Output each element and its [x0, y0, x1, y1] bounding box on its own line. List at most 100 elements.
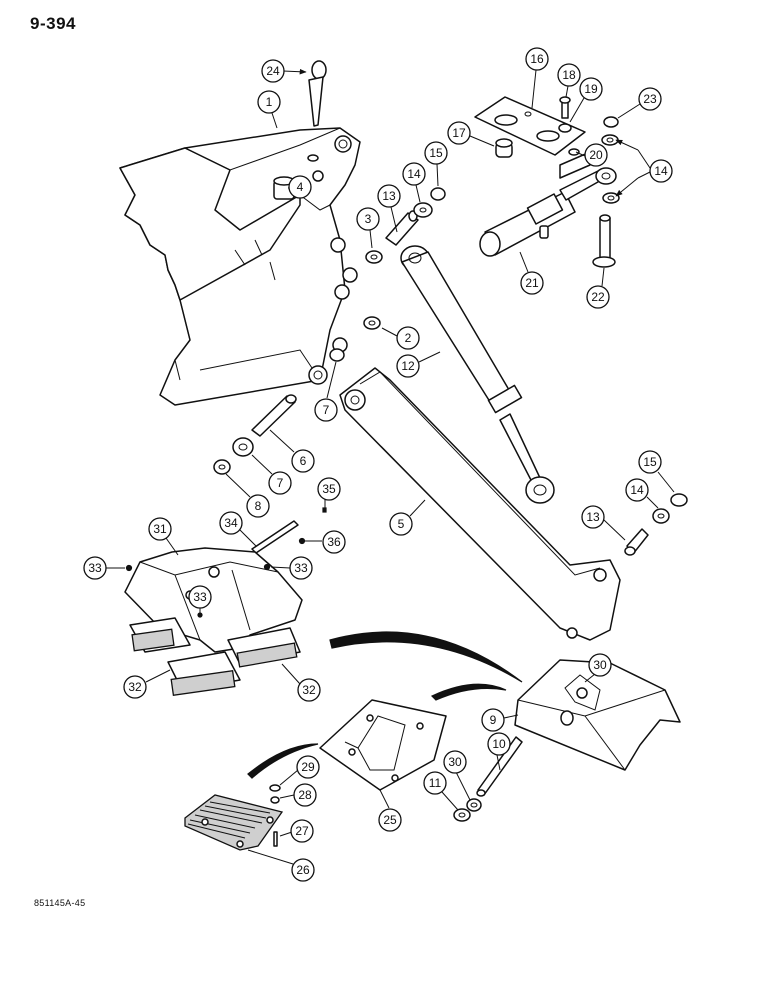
svg-text:32: 32 [128, 680, 142, 694]
svg-text:4: 4 [297, 180, 304, 194]
callout-6: 6 [269, 429, 315, 473]
svg-text:3: 3 [365, 212, 372, 226]
callout-30: 30 [584, 653, 612, 683]
callout-1: 1 [257, 90, 281, 129]
pivot-pin [213, 394, 297, 475]
pedal-pad [129, 617, 301, 696]
callout-33: 33 [83, 556, 125, 580]
svg-text:23: 23 [643, 92, 657, 106]
callout-36: 36 [322, 530, 346, 554]
callout-24: 24 [261, 59, 307, 83]
svg-text:30: 30 [593, 658, 607, 672]
callout-30: 30 [443, 750, 471, 801]
swing-cylinder-long [400, 245, 555, 504]
callout-20: 20 [575, 143, 608, 167]
rubber-pad [184, 784, 284, 851]
callout-35: 35 [317, 477, 341, 501]
svg-text:2: 2 [405, 331, 412, 345]
mounting-plate [474, 96, 591, 179]
callout-8: 8 [225, 473, 270, 518]
svg-text:10: 10 [492, 737, 506, 751]
svg-text:27: 27 [295, 824, 309, 838]
cylinder-pin-22 [592, 116, 620, 268]
callout-15: 15 [424, 141, 448, 187]
callout-23: 23 [617, 87, 662, 119]
svg-text:18: 18 [562, 68, 576, 82]
callout-19: 19 [569, 77, 603, 123]
svg-text:8: 8 [255, 499, 262, 513]
callout-28: 28 [279, 783, 317, 807]
svg-text:1: 1 [266, 95, 273, 109]
pin [308, 60, 327, 127]
pedal-plate [319, 699, 447, 791]
svg-text:26: 26 [296, 863, 310, 877]
svg-text:14: 14 [654, 164, 668, 178]
svg-text:33: 33 [88, 561, 102, 575]
svg-text:31: 31 [153, 522, 167, 536]
callout-33: 33 [270, 556, 313, 580]
svg-text:12: 12 [401, 359, 415, 373]
svg-text:34: 34 [224, 516, 238, 530]
callout-11: 11 [423, 771, 459, 811]
callout-7: 7 [314, 361, 338, 422]
callout-21: 21 [519, 251, 544, 295]
callout-5: 5 [389, 499, 426, 536]
callout-22: 22 [586, 267, 610, 309]
svg-text:11: 11 [429, 776, 442, 790]
svg-text:36: 36 [327, 535, 341, 549]
svg-text:28: 28 [298, 788, 312, 802]
callout-12: 12 [396, 351, 441, 378]
callout-4: 4 [288, 175, 312, 199]
svg-text:15: 15 [643, 455, 657, 469]
callout-14: 14 [625, 478, 659, 509]
callout-18: 18 [557, 63, 581, 98]
page-number: 9-394 [30, 14, 76, 33]
swing-pedal [514, 659, 681, 771]
callout-29: 29 [279, 755, 320, 786]
svg-text:9: 9 [490, 713, 497, 727]
svg-text:14: 14 [630, 483, 644, 497]
svg-text:33: 33 [193, 590, 207, 604]
svg-text:25: 25 [383, 813, 397, 827]
callout-16: 16 [525, 47, 549, 109]
svg-text:16: 16 [530, 52, 544, 66]
svg-text:19: 19 [584, 82, 598, 96]
callout-7: 7 [251, 454, 292, 495]
svg-text:22: 22 [591, 290, 605, 304]
svg-text:21: 21 [525, 276, 539, 290]
callout-14: 14 [615, 139, 673, 197]
svg-text:15: 15 [429, 146, 443, 160]
svg-text:29: 29 [301, 760, 315, 774]
svg-text:7: 7 [277, 476, 284, 490]
svg-text:35: 35 [322, 482, 336, 496]
callout-9: 9 [481, 708, 519, 732]
svg-text:13: 13 [586, 510, 600, 524]
callout-25: 25 [378, 789, 402, 832]
callout-13: 13 [581, 505, 626, 541]
svg-text:17: 17 [452, 126, 466, 140]
cylinder-pin-upper [385, 187, 446, 246]
swing-cylinder-upper [479, 167, 617, 257]
svg-text:24: 24 [266, 64, 280, 78]
callout-2: 2 [381, 326, 420, 350]
callout-3: 3 [356, 207, 380, 249]
svg-text:13: 13 [382, 189, 396, 203]
callout-17: 17 [447, 121, 495, 147]
svg-text:32: 32 [302, 683, 316, 697]
callout-10: 10 [487, 732, 511, 771]
callout-34: 34 [219, 511, 257, 547]
svg-text:14: 14 [407, 167, 421, 181]
svg-text:33: 33 [294, 561, 308, 575]
bushing-small [329, 250, 383, 362]
cylinder-pin-lower [624, 493, 688, 556]
callout-32: 32 [123, 669, 171, 699]
callout-32: 32 [281, 663, 321, 702]
callout-27: 27 [279, 819, 314, 843]
callout-14: 14 [402, 162, 426, 203]
swing-tower [119, 127, 361, 406]
svg-text:7: 7 [323, 403, 330, 417]
callout-31: 31 [148, 517, 179, 556]
callout-26: 26 [247, 849, 315, 882]
svg-text:20: 20 [589, 148, 603, 162]
